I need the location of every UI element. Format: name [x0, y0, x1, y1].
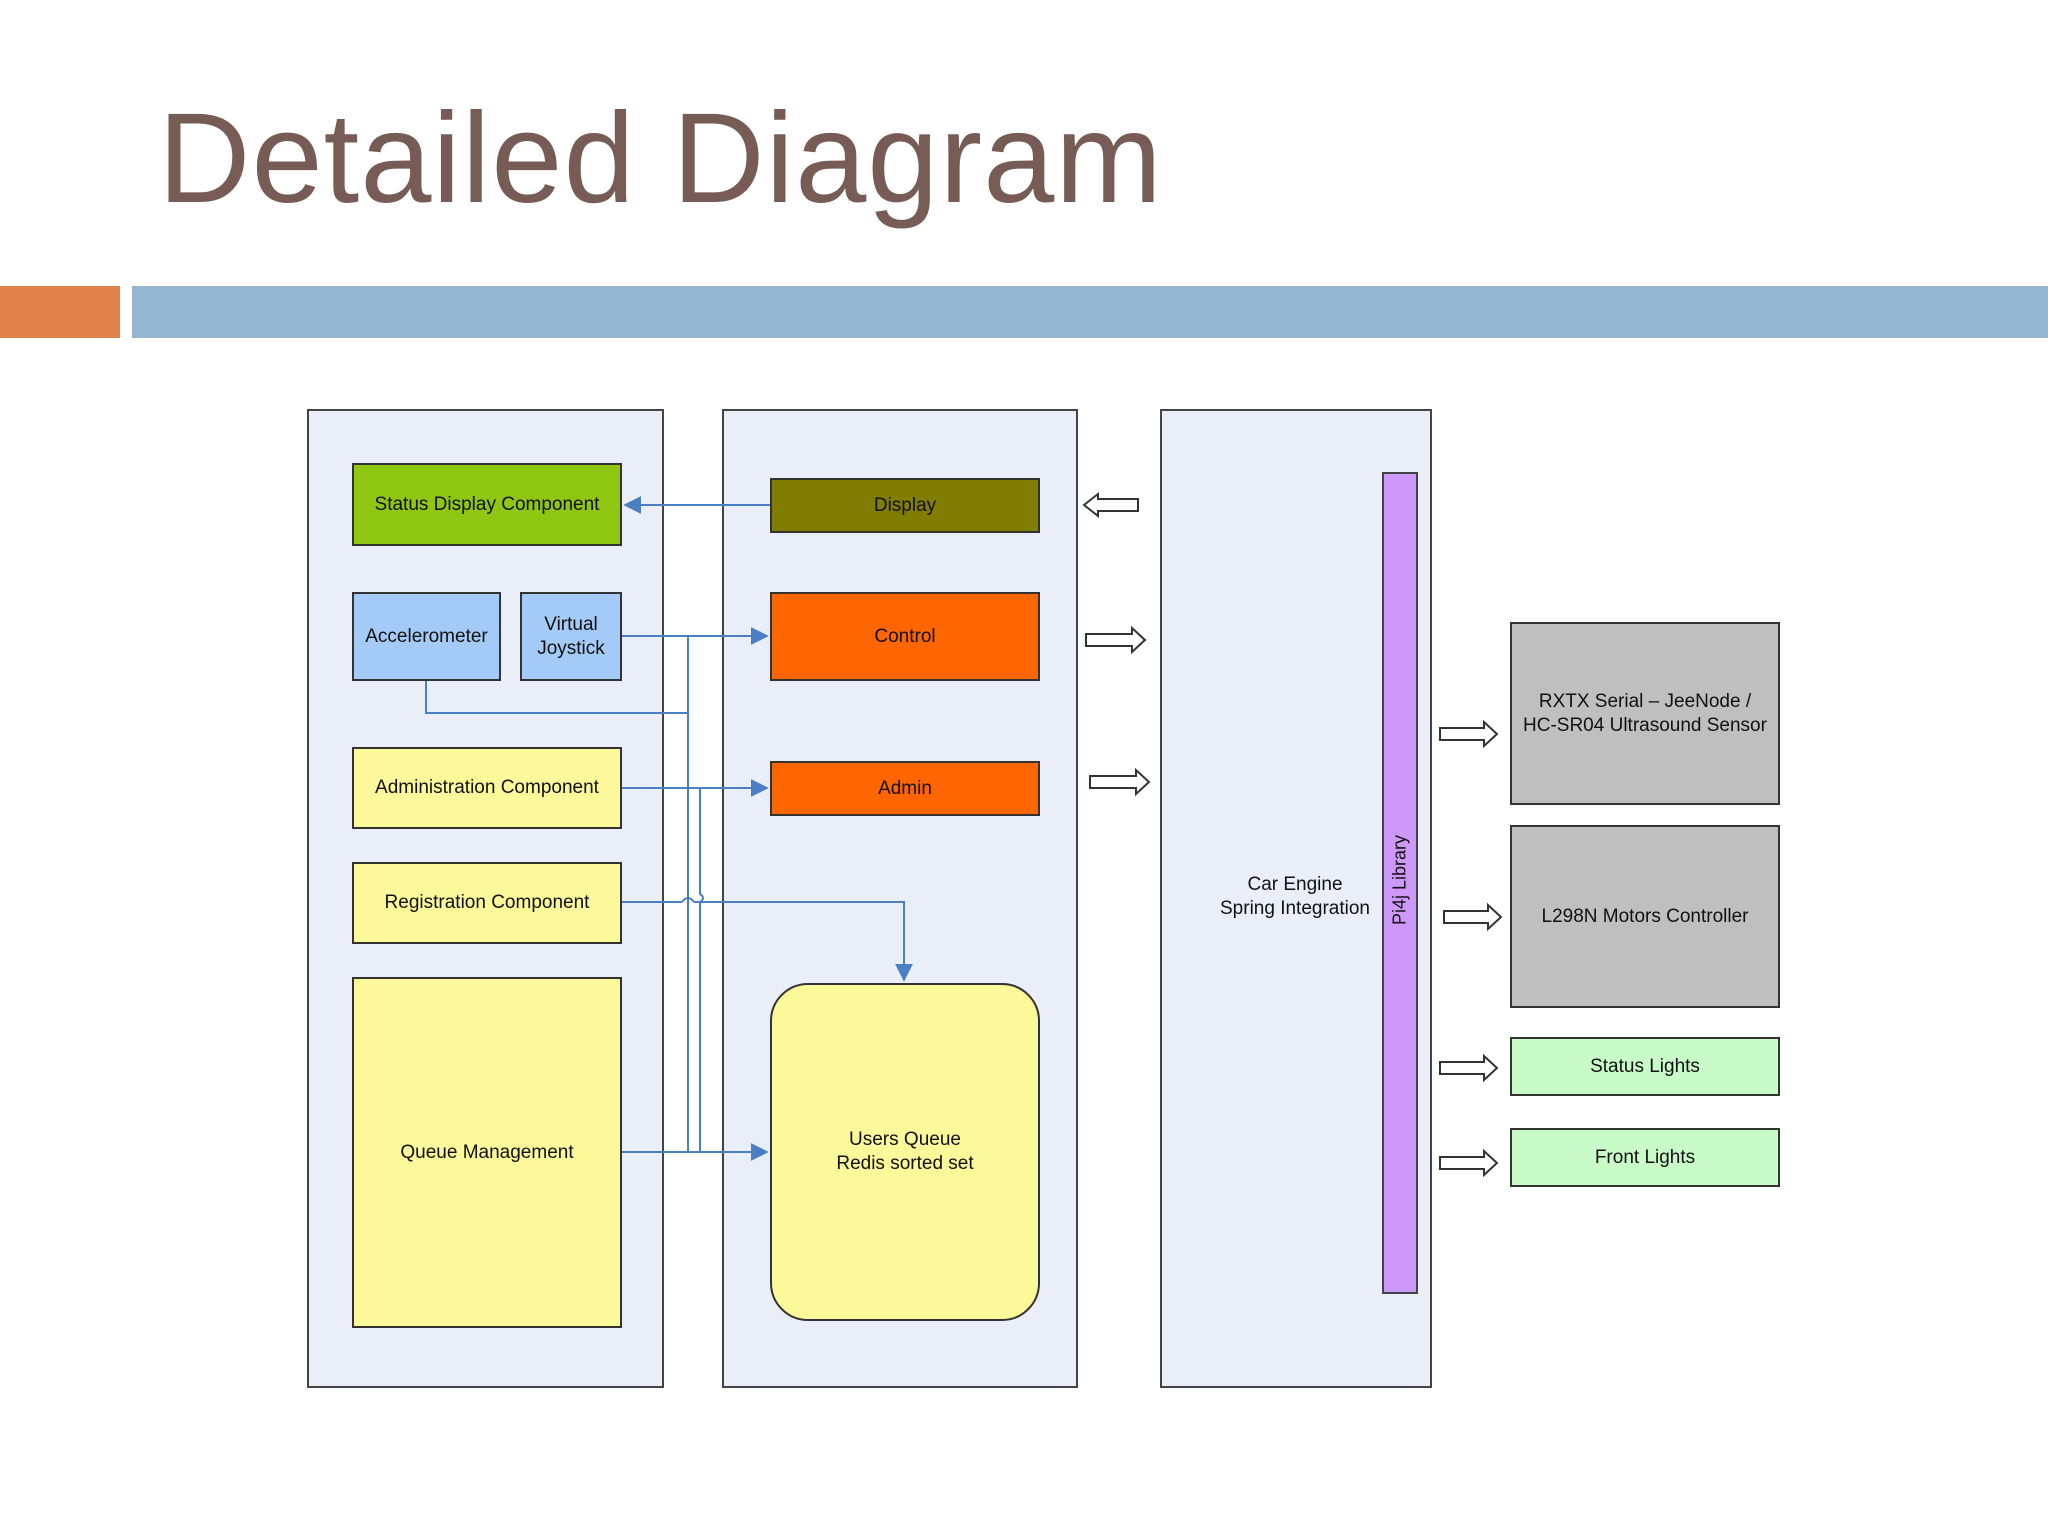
pi4j-library-label: Pi4j Library: [1389, 834, 1410, 926]
pi4j-library-bar: [1382, 472, 1418, 1294]
control-box: Control: [770, 592, 1040, 681]
accent-bar-blue: [132, 286, 2048, 338]
virtual-joystick-label: Virtual Joystick: [537, 613, 605, 659]
control-label: Control: [874, 625, 936, 647]
users-queue-box: Users Queue Redis sorted set: [770, 983, 1040, 1321]
motors-controller-box: L298N Motors Controller: [1510, 825, 1780, 1008]
arrow-to-motors: [1443, 902, 1503, 932]
administration-component-box: Administration Component: [352, 747, 622, 829]
users-queue-label: Users Queue: [849, 1129, 961, 1151]
admin-label: Admin: [878, 777, 932, 799]
rxtx-serial-label: RXTX Serial – JeeNode /: [1538, 690, 1752, 712]
virtual-joystick-box: Virtual Joystick: [520, 592, 622, 681]
arrow-to-front-lights: [1439, 1148, 1499, 1178]
status-lights-box: Status Lights: [1510, 1037, 1780, 1096]
admin-box: Admin: [770, 761, 1040, 816]
arrow-from-admin: [1089, 767, 1151, 797]
registration-component-box: Registration Component: [352, 862, 622, 944]
queue-management-box: Queue Management: [352, 977, 622, 1328]
status-display-component-label: Status Display Component: [374, 493, 600, 515]
arrow-to-rxtx: [1439, 719, 1499, 749]
accent-bar-orange: [0, 286, 120, 338]
spring-integration-label: Spring Integration: [1220, 897, 1370, 919]
administration-component-label: Administration Component: [375, 777, 599, 799]
slide-title: Detailed Diagram: [158, 87, 1163, 230]
car-engine-label: Car Engine: [1247, 874, 1343, 895]
display-label: Display: [873, 494, 937, 516]
ultrasound-sensor-label: HC-SR04 Ultrasound Sensor: [1523, 714, 1767, 736]
status-display-component-box: Status Display Component: [352, 463, 622, 546]
queue-management-label: Queue Management: [400, 1141, 574, 1163]
motors-controller-label: L298N Motors Controller: [1541, 905, 1749, 927]
front-lights-box: Front Lights: [1510, 1128, 1780, 1187]
rxtx-serial-box: RXTX Serial – JeeNode / HC-SR04 Ultrasou…: [1510, 622, 1780, 805]
car-engine-text: Car Engine Spring Integration: [1210, 873, 1380, 921]
arrow-to-display: [1082, 491, 1139, 519]
front-lights-label: Front Lights: [1594, 1146, 1696, 1168]
status-lights-label: Status Lights: [1590, 1055, 1700, 1077]
redis-sorted-set-label: Redis sorted set: [836, 1153, 974, 1174]
arrow-from-control: [1085, 625, 1147, 655]
accelerometer-to-control-line: [425, 636, 689, 714]
display-box: Display: [770, 478, 1040, 533]
registration-to-queue-line: [694, 901, 913, 982]
accelerometer-box: Accelerometer: [352, 592, 501, 681]
accelerometer-label: Accelerometer: [365, 625, 488, 647]
arrow-to-status-lights: [1439, 1053, 1499, 1083]
registration-component-label: Registration Component: [384, 892, 590, 914]
